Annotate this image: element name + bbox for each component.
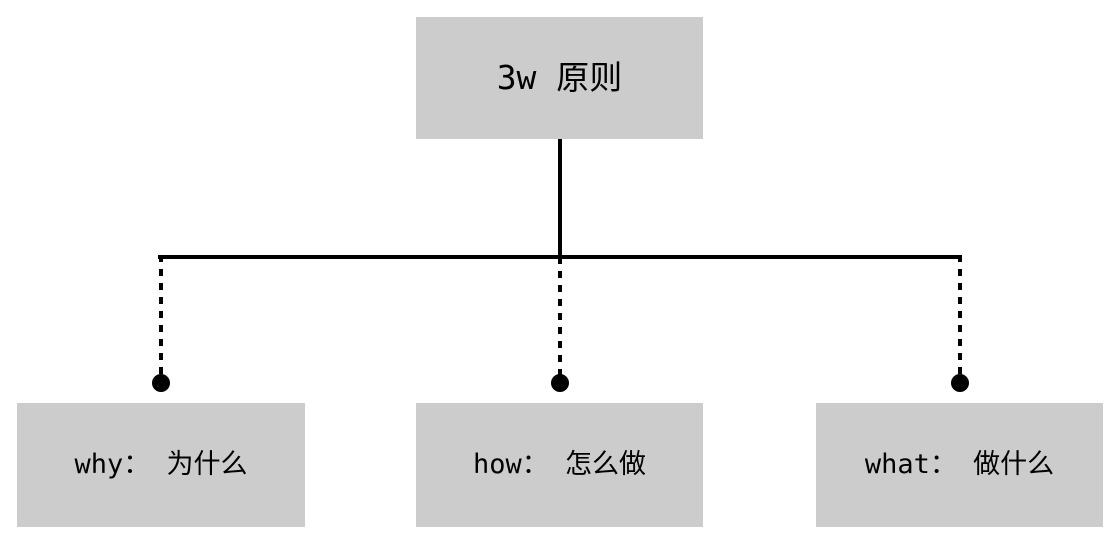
node-why[interactable]: why： 为什么 — [17, 403, 305, 527]
node-root[interactable]: 3w 原则 — [416, 17, 703, 139]
node-why-label: why： 为什么 — [74, 448, 248, 480]
node-how-label: how： 怎么做 — [472, 448, 647, 480]
endpoint-dot-why — [152, 374, 170, 392]
node-what-label: what： 做什么 — [864, 448, 1055, 480]
node-what[interactable]: what： 做什么 — [816, 403, 1103, 527]
endpoint-dot-how — [551, 374, 569, 392]
node-root-label: 3w 原则 — [496, 58, 623, 98]
endpoint-dot-what — [951, 374, 969, 392]
node-how[interactable]: how： 怎么做 — [416, 403, 703, 527]
